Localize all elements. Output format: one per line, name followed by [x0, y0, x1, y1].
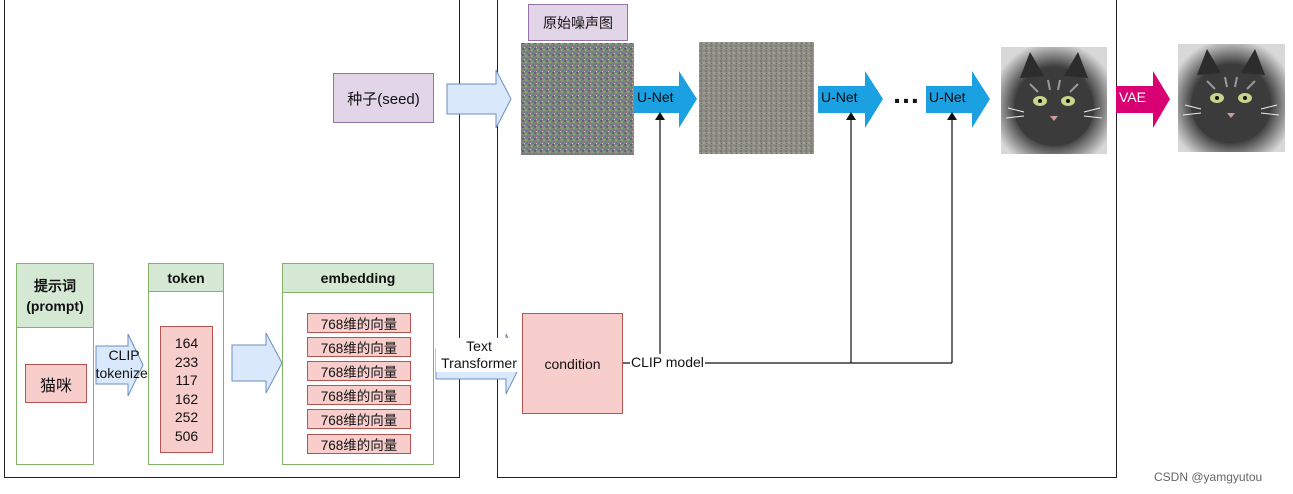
condition-box: condition [522, 313, 623, 414]
token-value: 506 [174, 427, 199, 444]
token-panel-title: token [149, 264, 223, 292]
token-value: 164 [174, 335, 199, 351]
seed-to-noise-arrow [446, 69, 512, 129]
vae-arrow [1116, 71, 1170, 128]
left-frame [4, 0, 460, 478]
token-list: 164 233 117 162 252 506 [160, 326, 213, 453]
unet-label-2: U-Net [821, 89, 858, 105]
ellipsis: … [892, 78, 921, 109]
right-frame [497, 0, 1117, 478]
embedding-vector: 768维的向量 [307, 361, 411, 381]
embedding-vector: 768维的向量 [307, 409, 411, 429]
text-transformer-label: Text Transformer [436, 338, 522, 372]
token-value: 117 [175, 372, 198, 388]
noise-label: 原始噪声图 [543, 14, 613, 31]
prompt-word-box: 猫咪 [25, 364, 87, 403]
token-value: 252 [174, 409, 199, 425]
noise-image-initial [521, 43, 634, 155]
prompt-word: 猫咪 [39, 377, 72, 395]
cat-image-final [1178, 44, 1285, 152]
embedding-vector: 768维的向量 [307, 313, 411, 333]
embedding-vector: 768维的向量 [307, 434, 411, 454]
noise-label-box: 原始噪声图 [528, 4, 628, 41]
prompt-panel: 提示词 (prompt) 猫咪 [16, 263, 94, 465]
unet-label-3: U-Net [929, 89, 966, 105]
tokenizer-arrow [95, 333, 144, 397]
token-panel: token 164 233 117 162 252 506 [148, 263, 224, 465]
token-value: 233 [174, 353, 199, 370]
prompt-panel-title: 提示词 (prompt) [17, 264, 93, 328]
token-to-embedding-arrow [231, 332, 283, 394]
unet-arrow-2 [818, 71, 883, 128]
token-value: 162 [174, 390, 199, 407]
embedding-panel-title: embedding [283, 264, 433, 293]
seed-box: 种子(seed) [333, 73, 434, 123]
clip-model-label: CLIP model [630, 354, 705, 370]
watermark: CSDN @yamgyutou [1154, 470, 1263, 484]
condition-label: condition [544, 355, 601, 372]
cat-image-latent [1001, 47, 1107, 154]
seed-label: 种子(seed) [347, 90, 420, 108]
vae-label: VAE [1119, 89, 1146, 105]
embedding-panel: embedding 768维的向量 768维的向量 768维的向量 768维的向… [282, 263, 434, 465]
embedding-vector: 768维的向量 [307, 385, 411, 405]
unet-arrow-3 [926, 71, 990, 128]
tokenizer-label: CLIP tokenizer [95, 347, 153, 381]
unet-arrow-1 [634, 71, 697, 128]
embedding-vector: 768维的向量 [307, 337, 411, 357]
noise-image-partial [699, 42, 814, 154]
unet-label-1: U-Net [637, 89, 674, 105]
